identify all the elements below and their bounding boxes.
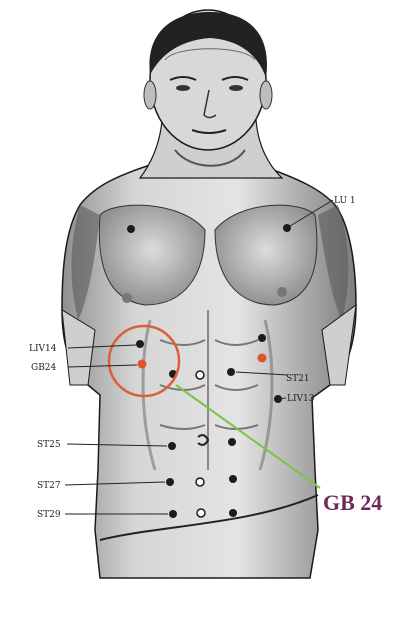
leader-lines	[64, 199, 334, 515]
acupoints	[127, 224, 291, 518]
gb24-pointer-line	[175, 384, 321, 489]
point-st27-left	[166, 478, 174, 486]
point-lu1	[283, 224, 291, 232]
navel	[197, 434, 210, 446]
point-ren-lower	[195, 477, 205, 487]
point-st21	[227, 368, 235, 376]
label-lu1: LU 1	[334, 196, 356, 206]
point-st29-left	[169, 510, 177, 518]
label-st21: ST21	[286, 374, 310, 384]
pec-left	[98, 204, 206, 306]
point-liv14-right	[258, 334, 266, 342]
gb24-highlight-circle	[107, 324, 181, 398]
point-st29-right	[229, 509, 237, 517]
label-st25: ST25	[37, 440, 61, 450]
point-chest-left	[127, 225, 135, 233]
hair	[149, 12, 267, 78]
point-ren-bottom	[196, 508, 206, 518]
label-gb24: GB24	[31, 363, 57, 373]
label-liv14: LIV14	[29, 344, 57, 354]
label-st29: ST29	[37, 510, 61, 520]
point-gb24	[137, 359, 147, 369]
label-liv13: LIV13	[287, 394, 315, 404]
pec-right	[214, 204, 318, 306]
point-gb24-right	[257, 353, 267, 363]
point-ren-upper	[195, 370, 205, 380]
point-liv14	[136, 340, 144, 348]
point-st25-right	[228, 438, 236, 446]
label-st27: ST27	[37, 481, 61, 491]
point-title: GB 24	[323, 490, 382, 515]
point-st25-left	[168, 442, 176, 450]
point-st27-right	[229, 475, 237, 483]
